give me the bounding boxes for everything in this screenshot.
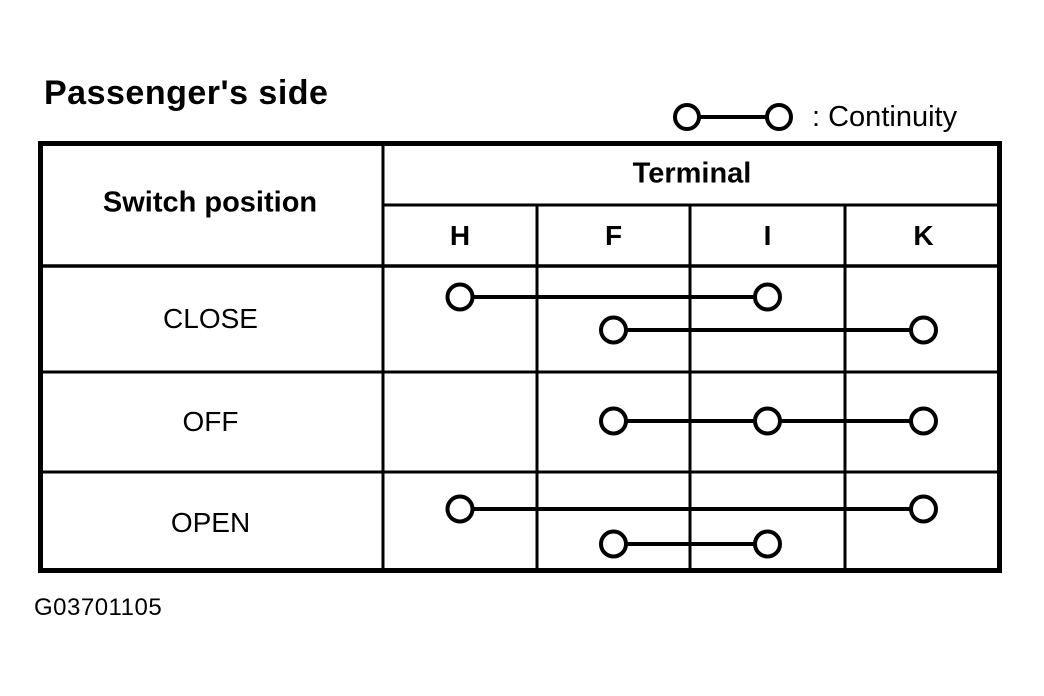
terminal-circle [909,494,938,524]
terminal-circle [753,282,782,312]
continuity-symbol-icon [673,103,793,131]
legend-label: : Continuity [812,100,958,133]
terminal-circle [599,315,628,345]
terminal-column-label: F [604,219,623,251]
terminal-circle [753,529,782,559]
terminal-circle [753,406,782,436]
figure-code: G03701105 [34,594,163,621]
terminal-circle [909,315,938,345]
terminal-circle [445,282,475,312]
row-label: CLOSE [163,303,258,334]
terminal-circle [445,494,475,524]
switch-continuity-table: Switch position Terminal H F I K CLOSE OFF OP… [38,141,1002,573]
row-label: OFF [182,406,239,437]
switch-position-header: Switch position [102,186,318,219]
continuity-legend: : Continuity [672,97,957,137]
terminal-column-label: K [913,219,934,251]
terminal-header: Terminal [632,157,752,190]
row-label: OPEN [170,506,251,538]
page-title: Passenger's side [44,74,329,112]
terminal-circle [599,406,628,436]
terminal-circle [599,529,628,559]
terminal-column-label: H [449,219,471,251]
table-grid-and-connections [38,141,1002,573]
terminal-circle [909,406,938,436]
terminal-column-label: I [763,219,772,251]
table-outer-border [38,141,1002,573]
